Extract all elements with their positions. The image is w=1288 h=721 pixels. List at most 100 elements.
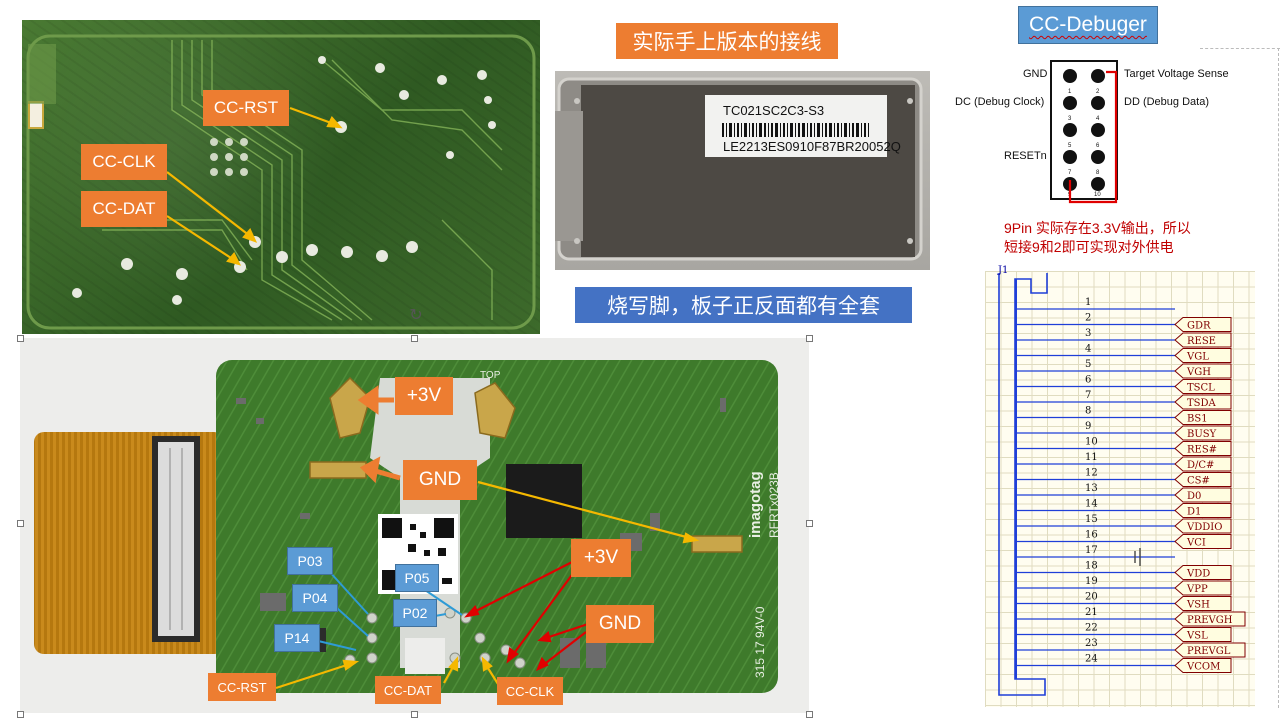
schematic-net-label: BS1 bbox=[1187, 414, 1208, 425]
debugger-note-line1: 9Pin 实际存在3.3V输出，所以 bbox=[1004, 220, 1191, 236]
note-programming-pins: 烧写脚，板子正反面都有全套 bbox=[575, 287, 912, 323]
schematic-pin-number: 12 bbox=[1085, 468, 1098, 479]
debugger-title: CC-Debuger bbox=[1018, 6, 1158, 44]
schematic-net-flag bbox=[1174, 441, 1232, 456]
schematic-pin-number: 13 bbox=[1085, 483, 1098, 494]
schematic-pin-number: 19 bbox=[1085, 576, 1098, 587]
label-p02: P02 bbox=[393, 599, 437, 627]
debugger-note-line2: 短接9和2即可实现对外供电 bbox=[1004, 239, 1174, 255]
schematic-net-flag bbox=[1174, 348, 1232, 363]
schematic-net-flag bbox=[1174, 503, 1232, 518]
resize-handle[interactable] bbox=[806, 335, 813, 342]
schematic-net-flag bbox=[1174, 425, 1232, 441]
schematic-net-label: VSH bbox=[1186, 600, 1210, 611]
pcb-back-traces bbox=[26, 34, 536, 330]
debugger-pin-number: 5 bbox=[1068, 143, 1072, 149]
silk-top: TOP bbox=[480, 370, 501, 381]
schematic-net-label: D/C# bbox=[1187, 460, 1214, 471]
schematic-pin-number: 3 bbox=[1085, 328, 1091, 339]
resize-handle[interactable] bbox=[806, 711, 813, 718]
schematic-pin-number: 17 bbox=[1085, 545, 1098, 556]
label-cc-rst-back: CC-RST bbox=[203, 90, 289, 126]
silk-brand: imagotag bbox=[747, 471, 764, 538]
schematic-net-flag bbox=[1174, 394, 1232, 410]
debugger-title-text: CC-Debuger bbox=[1029, 13, 1147, 36]
schematic-net-label: VDDIO bbox=[1186, 522, 1222, 533]
schematic-net-label: PREVGL bbox=[1187, 646, 1231, 657]
debugger-pins: 1 2 3 4 5 6 7 8 9 10 bbox=[1063, 69, 1105, 198]
schematic-net-label: TSDA bbox=[1187, 398, 1217, 409]
resize-handle[interactable] bbox=[411, 711, 418, 718]
schematic-pin-number: 16 bbox=[1085, 530, 1098, 541]
schematic-pin-number: 4 bbox=[1085, 344, 1091, 355]
debugger-pin-number: 6 bbox=[1096, 143, 1100, 149]
schematic-connector-edge bbox=[1015, 279, 1017, 679]
case-photo-shape bbox=[555, 77, 923, 261]
schematic-net-flag bbox=[1174, 487, 1232, 503]
silk-rev: RFRTx023B bbox=[767, 472, 781, 538]
label-p14: P14 bbox=[274, 624, 320, 652]
guide-line bbox=[1200, 48, 1280, 49]
label-gnd-bottom: GND bbox=[586, 605, 654, 643]
schematic-ref: J1 bbox=[998, 265, 1009, 276]
label-p05: P05 bbox=[395, 564, 439, 592]
schematic-pin-number: 14 bbox=[1085, 499, 1098, 510]
schematic-pin-number: 5 bbox=[1085, 359, 1091, 370]
schematic-pin-number: 10 bbox=[1085, 437, 1098, 448]
rotate-handle-icon[interactable]: ↻ bbox=[409, 307, 423, 324]
resize-handle[interactable] bbox=[17, 335, 24, 342]
schematic-net-label: PREVGH bbox=[1187, 615, 1233, 626]
schematic-net-flag bbox=[1174, 332, 1232, 348]
debugger-label-gnd: GND bbox=[1023, 68, 1048, 80]
schematic-net-label: VCI bbox=[1186, 538, 1206, 549]
resize-handle[interactable] bbox=[806, 520, 813, 527]
schematic-net-label: RESE bbox=[1187, 336, 1216, 347]
debugger-label-resetn: RESETn bbox=[1004, 150, 1047, 162]
resize-handle[interactable] bbox=[17, 711, 24, 718]
schematic-pin-number: 22 bbox=[1085, 623, 1098, 634]
schematic-svg: 12GDR3RESE4VGL5VGH6TSCL7TSDA8BS19BUSY10R… bbox=[998, 273, 1246, 696]
schematic-net-flag bbox=[1174, 627, 1232, 642]
jumper-wire bbox=[1068, 70, 1118, 204]
label-cc-clk-back: CC-CLK bbox=[81, 144, 167, 180]
schematic-net-label: VCOM bbox=[1186, 662, 1220, 673]
label-p04: P04 bbox=[292, 584, 338, 612]
schematic-net-flag bbox=[1174, 379, 1232, 394]
schematic-net-flag bbox=[1174, 642, 1246, 658]
schematic-net-label: VDD bbox=[1186, 569, 1210, 580]
schematic-net-label: CS# bbox=[1187, 476, 1210, 487]
silk-bottom: 315 17 94V-0 bbox=[753, 606, 767, 678]
schematic-pin-number: 21 bbox=[1085, 607, 1098, 618]
debugger-header: 1 2 3 4 5 6 7 8 9 10 bbox=[1050, 60, 1118, 200]
schematic-net-flag bbox=[1174, 534, 1232, 549]
resize-handle[interactable] bbox=[411, 335, 418, 342]
debugger-pin-number: 7 bbox=[1068, 170, 1072, 176]
schematic-pin-number: 6 bbox=[1085, 375, 1091, 386]
schematic-net-flag bbox=[1174, 456, 1232, 472]
schematic-net-label: BUSY bbox=[1187, 429, 1217, 440]
schematic-pin-number: 8 bbox=[1085, 406, 1091, 417]
schematic-net-flag bbox=[1174, 363, 1232, 379]
debugger-pin-number: 4 bbox=[1096, 116, 1100, 122]
debugger-pin-number: 3 bbox=[1068, 116, 1072, 122]
schematic-net-flag bbox=[1174, 317, 1232, 332]
label-cc-dat-front: CC-DAT bbox=[375, 676, 441, 704]
debugger-pin-number: 8 bbox=[1096, 170, 1100, 176]
label-p03: P03 bbox=[287, 547, 333, 575]
schematic-net-label: VGL bbox=[1186, 352, 1209, 363]
debugger-pin-number: 1 bbox=[1068, 89, 1072, 95]
case-photo: TC021SC2C3-S3 LE2213ES0910F87BR20052Q bbox=[555, 71, 930, 270]
schematic-pin-number: 24 bbox=[1085, 654, 1098, 665]
debugger-label-dc: DC (Debug Clock) bbox=[955, 96, 1045, 108]
schematic-pin-number: 20 bbox=[1085, 592, 1098, 603]
schematic-net-label: TSCL bbox=[1187, 383, 1215, 394]
label-cc-rst-front: CC-RST bbox=[208, 673, 276, 701]
schematic-net-flag bbox=[1174, 472, 1232, 487]
label-gnd-top: GND bbox=[403, 460, 477, 500]
schematic-pin-number: 1 bbox=[1085, 297, 1091, 308]
schematic-net-label: GDR bbox=[1187, 321, 1211, 332]
resize-handle[interactable] bbox=[17, 520, 24, 527]
schematic-net-label: VGH bbox=[1186, 367, 1211, 378]
case-sticker-model: TC021SC2C3-S3 bbox=[723, 103, 825, 118]
label-cc-clk-front: CC-CLK bbox=[497, 677, 563, 705]
